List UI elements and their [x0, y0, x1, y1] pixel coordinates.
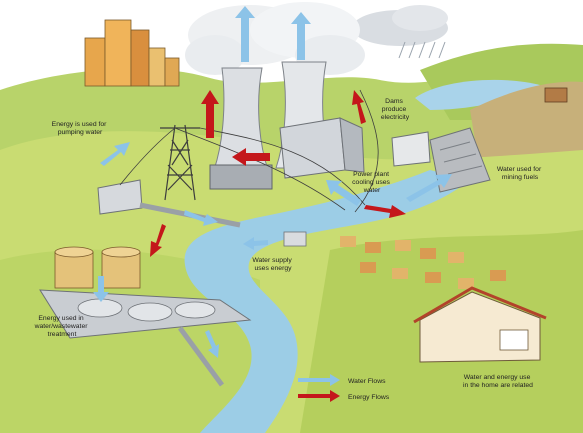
water-flow-arrows [93, 6, 452, 358]
water-arrow-pump [184, 210, 218, 226]
mining-icon [544, 87, 568, 103]
treatment-plant-icon [39, 246, 252, 387]
label-water-supply: Water supply uses energy [252, 257, 293, 272]
label-dams: Dams produce electricity [381, 98, 410, 121]
label-treatment: Energy used in water/wastewater treatmen… [34, 315, 90, 338]
water-arrow-steam-1 [235, 6, 255, 62]
legend-water-arrow [298, 374, 340, 386]
legend-water-label: Water Flows [348, 378, 386, 385]
label-energy-pumping: Energy is used for pumping water [52, 121, 109, 136]
water-arrow-dam [406, 174, 452, 202]
energy-flow-arrows [150, 90, 406, 257]
label-mining: Water used for mining fuels [497, 166, 543, 181]
legend: Water Flows Energy Flows [298, 374, 390, 402]
water-arrow-plant [326, 180, 361, 206]
energy-arrow-dam [352, 90, 366, 124]
water-arrow-steam-2 [291, 12, 311, 60]
city-icon [84, 19, 180, 87]
energy-arrow-plant [232, 148, 270, 166]
transmission-tower-icon [160, 124, 200, 201]
water-supply-pump-icon [283, 231, 307, 247]
label-home: Water and energy use in the home are rel… [463, 374, 533, 389]
legend-energy-arrow [298, 390, 340, 402]
water-arrow-pumping [100, 142, 130, 166]
home-icon [413, 286, 547, 363]
power-plant-icon [209, 117, 365, 190]
water-arrow-river [205, 330, 219, 358]
power-lines [119, 89, 379, 213]
rain-cloud-icon [352, 5, 448, 59]
houses-icon [340, 236, 506, 289]
water-arrow-treatment [93, 276, 109, 302]
energy-arrow-pipe [364, 205, 406, 218]
energy-arrow-tower [201, 90, 219, 138]
dam-building-icon [391, 131, 431, 167]
legend-energy-label: Energy Flows [348, 394, 390, 401]
water-arrow-supply [243, 237, 268, 250]
energy-arrow-treatment [150, 224, 166, 257]
label-power-plant: Power plant cooling uses water [352, 171, 392, 194]
